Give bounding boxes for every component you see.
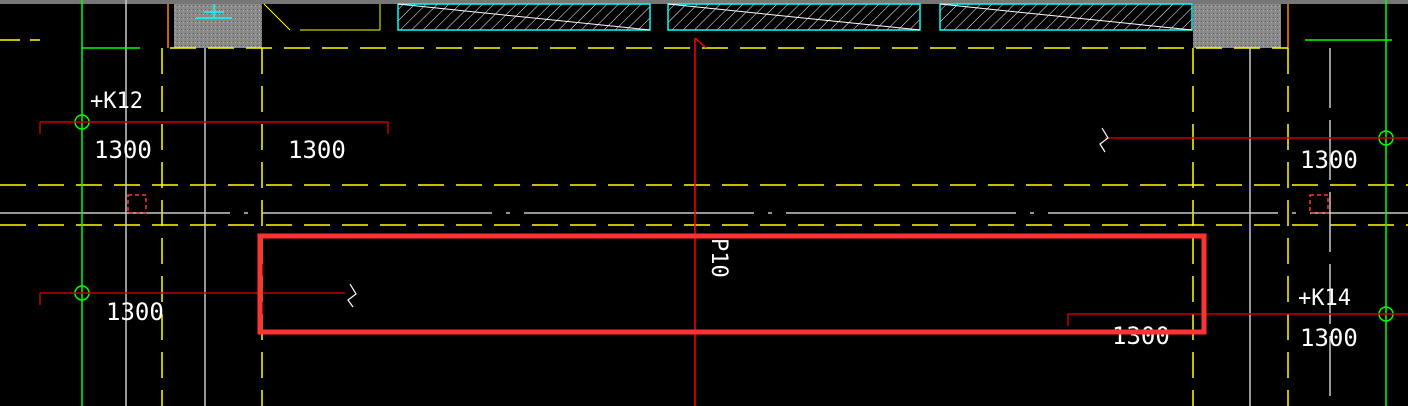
wall-panel-1 <box>397 3 651 31</box>
wall-panel-2 <box>667 3 921 31</box>
anchor-symbol <box>196 4 232 19</box>
beam-edge-lines <box>0 39 1408 406</box>
grid-lines-green <box>74 0 1394 406</box>
dim-label-5: 1300 <box>1300 324 1358 352</box>
rebar-lines <box>39 37 1408 406</box>
highlight-rectangle[interactable] <box>257 233 1207 335</box>
column-hatch-right <box>1193 4 1281 48</box>
dim-label-3: 1300 <box>106 298 164 326</box>
dim-label-1: 1300 <box>94 136 152 164</box>
column-marker-left <box>127 194 147 214</box>
column-hatch-left <box>174 4 262 48</box>
dim-label-4: 1300 <box>1300 146 1358 174</box>
break-symbol-left <box>347 283 357 308</box>
beam-tag: P10 <box>706 238 731 278</box>
break-symbol-right <box>1099 127 1109 153</box>
dim-label-2: 1300 <box>288 136 346 164</box>
dim-label-6: 1300 <box>1112 322 1170 350</box>
top-edge-bar <box>0 0 1408 4</box>
tag-k14: +K14 <box>1298 286 1351 311</box>
tag-k12: +K12 <box>90 89 143 114</box>
wall-panel-3 <box>939 3 1193 31</box>
column-marker-right <box>1309 194 1329 214</box>
